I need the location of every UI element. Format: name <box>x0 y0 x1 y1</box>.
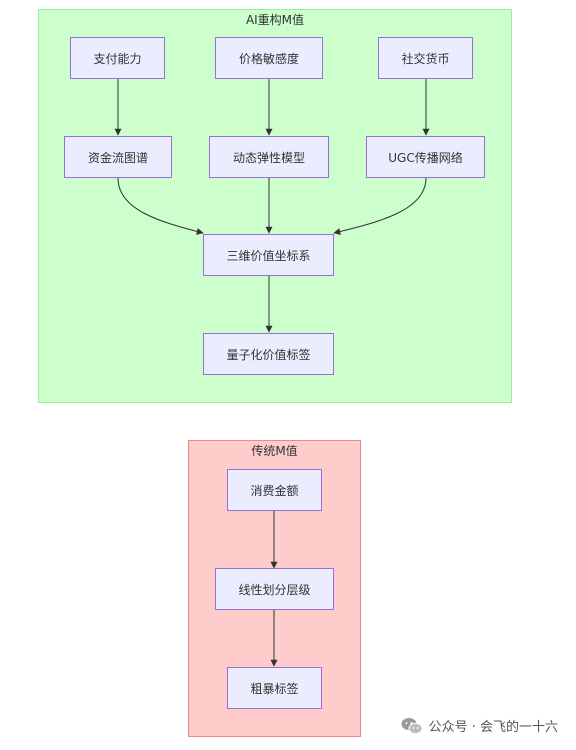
node-pay-ability: 支付能力 <box>70 37 165 79</box>
node-quantified-tag: 量子化价值标签 <box>203 333 334 375</box>
watermark-text: 公众号 · 会飞的一十六 <box>428 720 558 735</box>
group-title-ai: AI重构M值 <box>245 13 305 27</box>
node-value-coordinate: 三维价值坐标系 <box>203 234 334 276</box>
group-title-traditional: 传统M值 <box>251 444 298 458</box>
edge-cash-flow-to-coordinate <box>117 177 204 235</box>
node-crude-tag: 粗暴标签 <box>227 667 322 709</box>
node-ugc-network: UGC传播网络 <box>366 136 485 178</box>
node-cash-flow-map: 资金流图谱 <box>64 136 172 178</box>
watermark: 公众号 · 会飞的一十六 <box>401 716 558 735</box>
node-dynamic-elasticity: 动态弹性模型 <box>209 136 329 178</box>
node-spend-amount: 消费金额 <box>227 469 322 511</box>
edge-ugc-to-coordinate <box>333 177 427 235</box>
wechat-icon <box>401 717 423 734</box>
node-price-sensitivity: 价格敏感度 <box>215 37 323 79</box>
node-social-currency: 社交货币 <box>378 37 473 79</box>
node-linear-tiers: 线性划分层级 <box>215 568 334 610</box>
